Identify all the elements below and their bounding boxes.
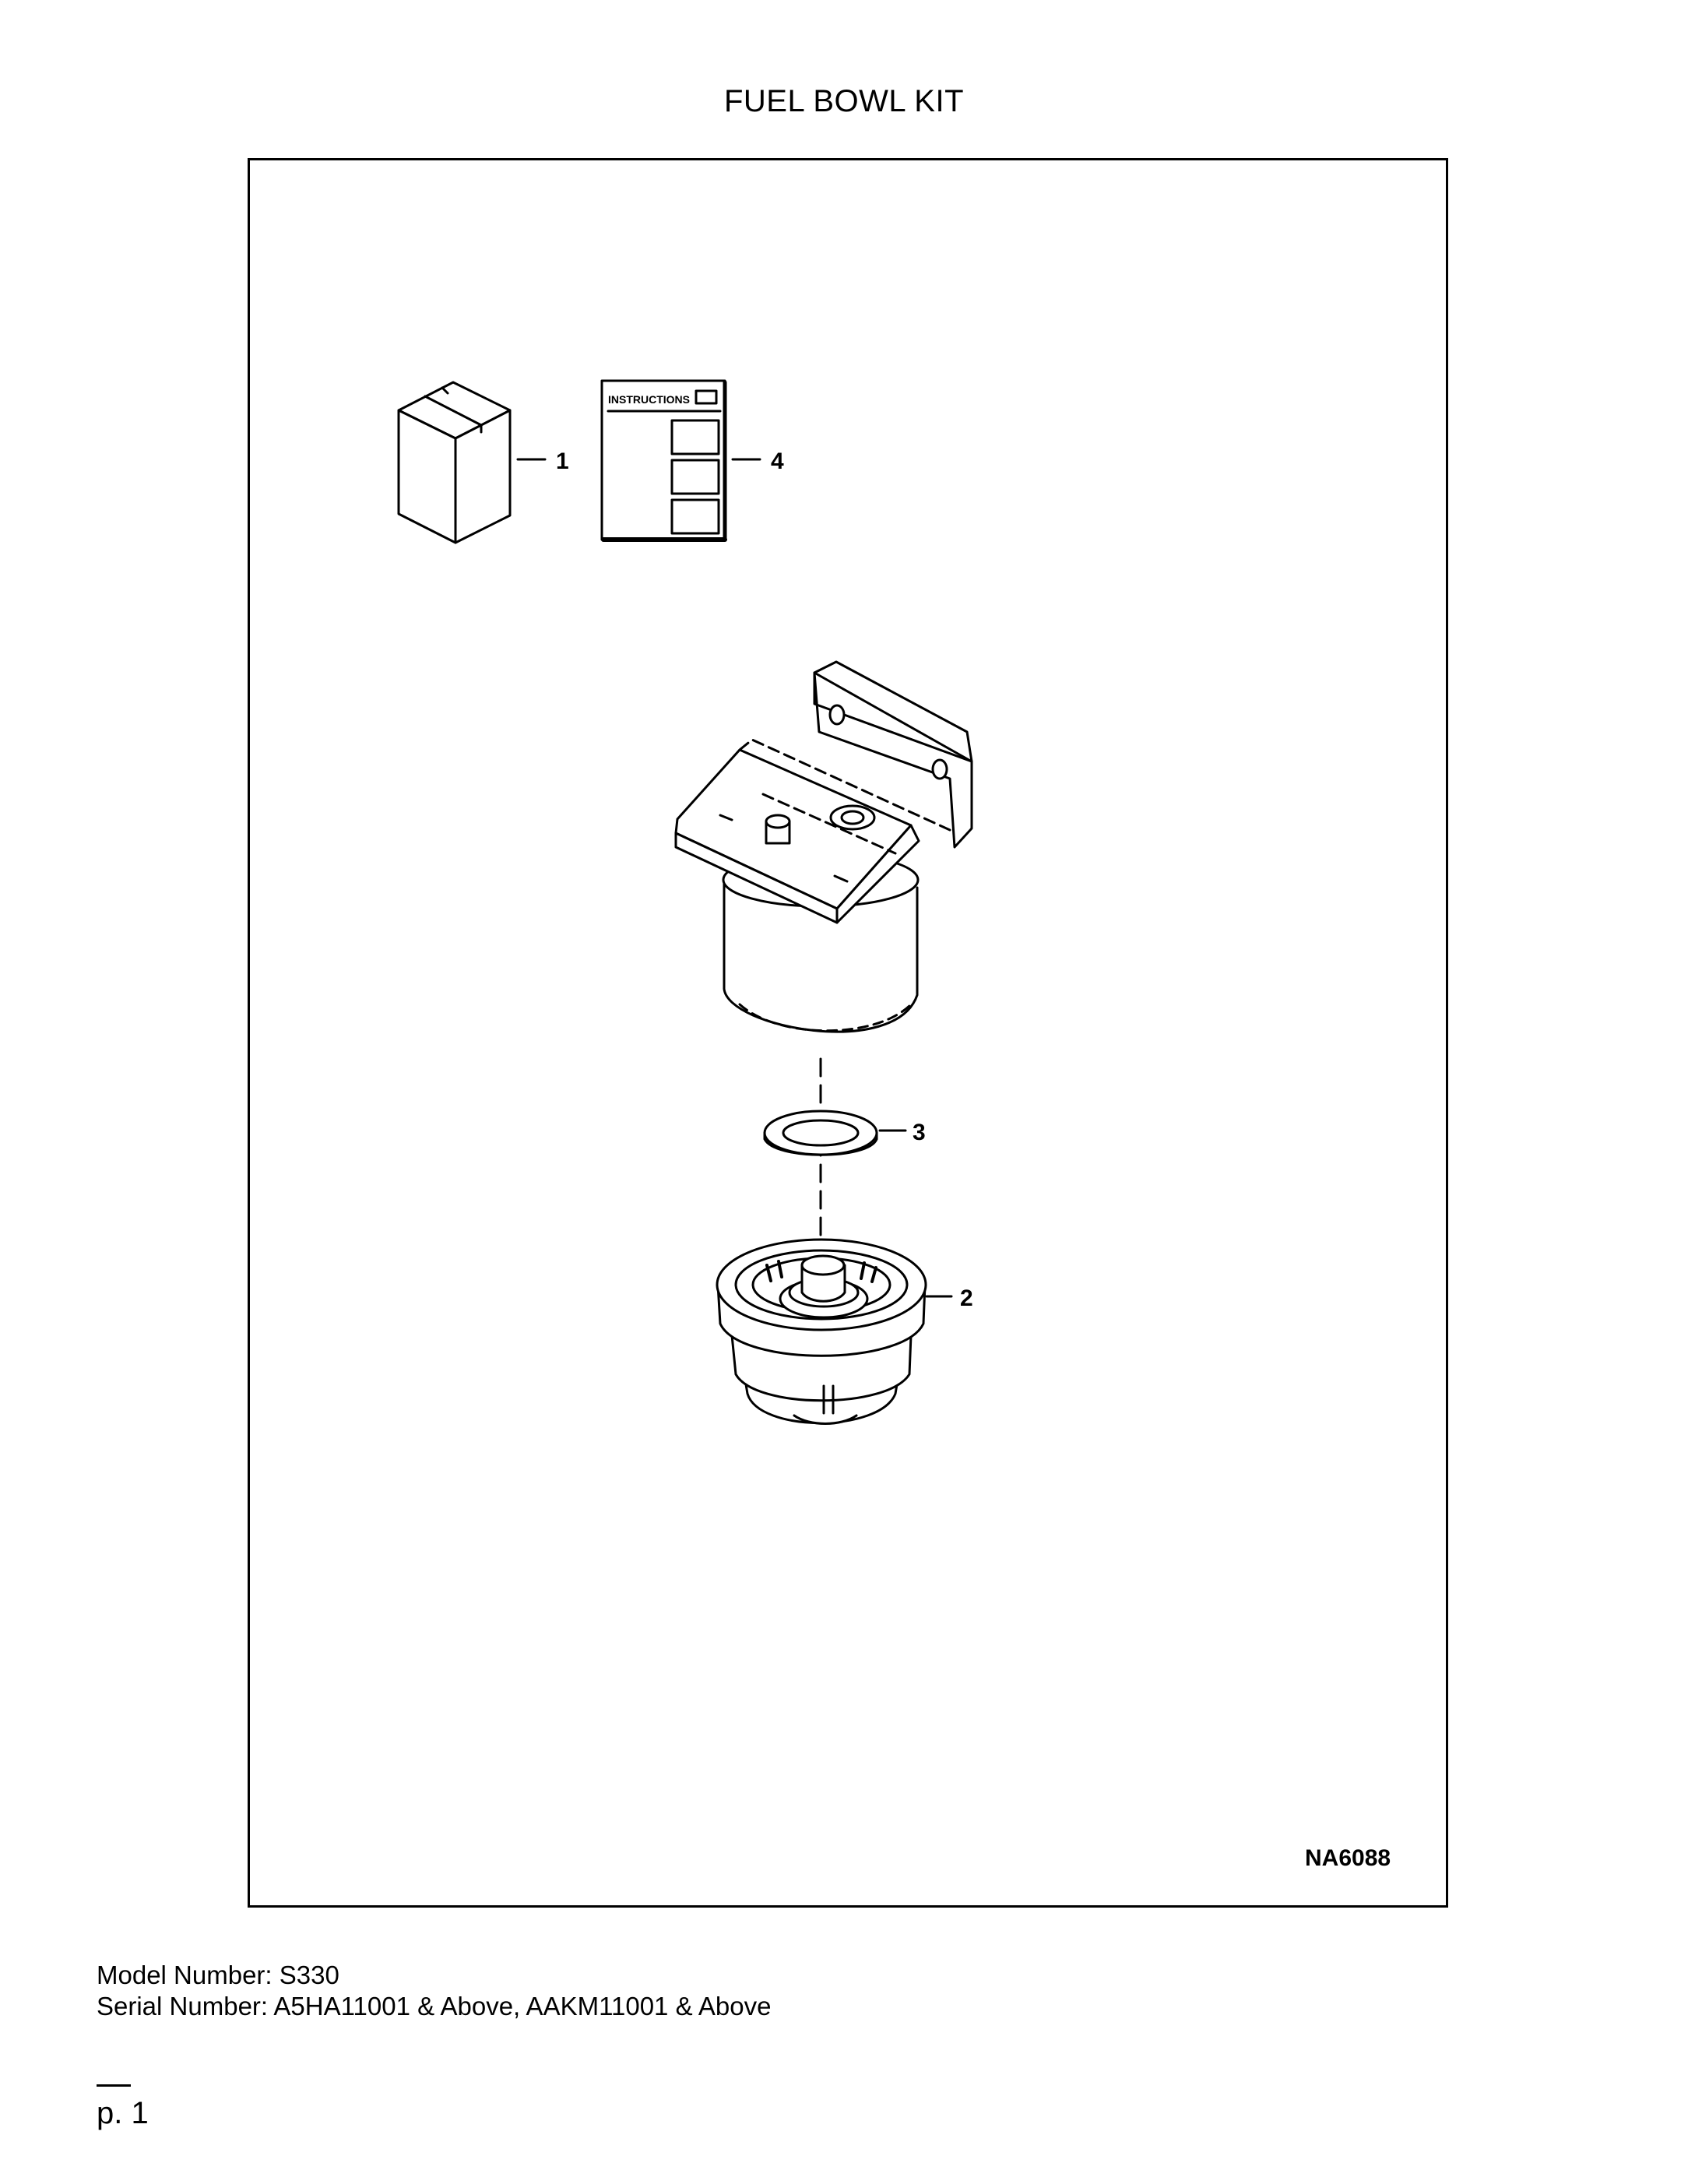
drawing-number: NA6088	[1305, 1845, 1391, 1871]
callout-1: 1	[556, 448, 569, 474]
instructions-label: INSTRUCTIONS	[608, 393, 690, 406]
figure-frame	[248, 158, 1448, 1908]
part-box	[397, 381, 547, 544]
part-fuel-bowl	[716, 1238, 953, 1425]
page-title: FUEL BOWL KIT	[723, 84, 965, 118]
part-instructions-sheet	[600, 379, 761, 542]
page-number: p. 1	[97, 2096, 149, 2130]
serial-number: Serial Number: A5HA11001 & Above, AAKM11…	[97, 1992, 772, 2020]
page-rule	[97, 2084, 131, 2087]
callout-3: 3	[913, 1120, 926, 1145]
part-seal-ring	[763, 1110, 907, 1156]
callout-4: 4	[771, 448, 784, 474]
model-number: Model Number: S330	[97, 1961, 339, 1989]
part-filter-head	[674, 660, 973, 1033]
callout-2: 2	[960, 1285, 973, 1311]
